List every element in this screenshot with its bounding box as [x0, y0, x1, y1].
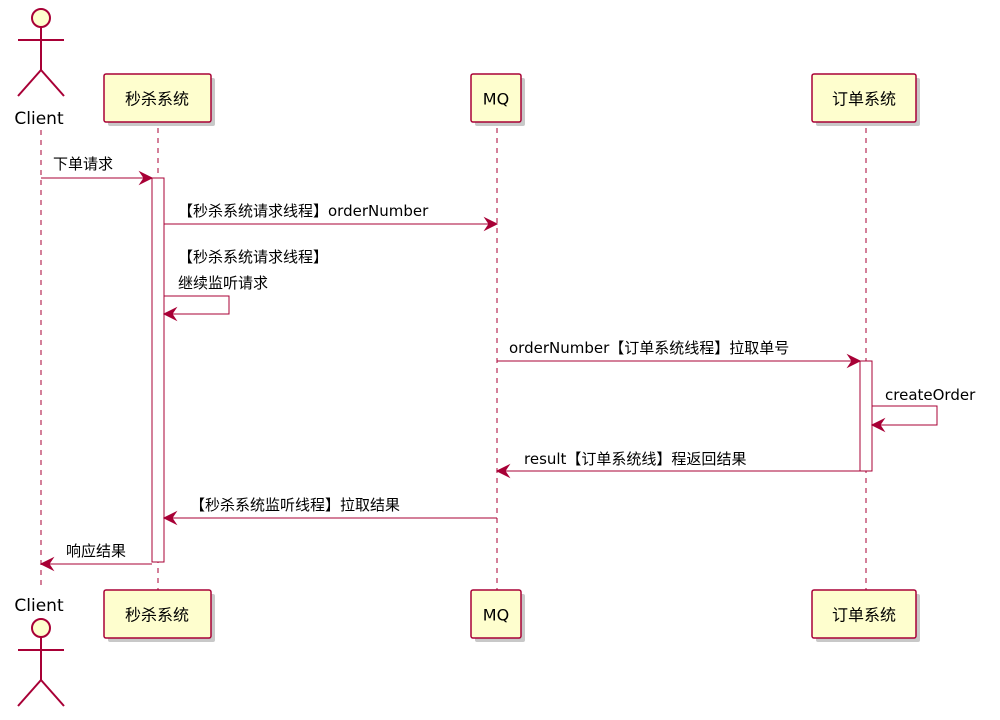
actor-label-top: Client [14, 109, 64, 129]
participant-label: 秒杀系统 [125, 606, 189, 625]
participant-mq-top: MQ [470, 73, 525, 126]
participant-order-top: 订单系统 [811, 73, 920, 126]
participant-label: MQ [483, 90, 509, 109]
message-respond-result: 响应结果 [39, 542, 152, 572]
arrowhead-icon [483, 216, 499, 232]
activation-order [859, 360, 873, 472]
message-label-line-2: 继续监听请求 [178, 274, 268, 292]
message-return-result: result【订单系统线】程返回结果 [495, 450, 860, 479]
message-label: createOrder [885, 386, 976, 404]
message-label: 下单请求 [53, 155, 113, 173]
arrowhead-icon [495, 463, 511, 479]
arrowhead-icon [162, 306, 178, 322]
message-line [872, 405, 938, 426]
message-label: 【秒杀系统请求线程】orderNumber [178, 202, 429, 220]
message-place-order: 下单请求 [41, 155, 154, 186]
participant-seckill-top: 秒杀系统 [103, 73, 215, 126]
participant-label: 订单系统 [832, 90, 896, 109]
participant-order-bottom: 订单系统 [811, 589, 920, 642]
message-label: 【秒杀系统监听线程】拉取结果 [190, 496, 400, 514]
actor-leg-right [40, 679, 65, 707]
message-send-order-number: 【秒杀系统请求线程】orderNumber [164, 202, 499, 232]
arrowhead-icon [39, 556, 55, 572]
actor-leg-right [40, 69, 65, 97]
participant-seckill-bottom: 秒杀系统 [103, 589, 215, 642]
actor-leg-left [17, 69, 42, 97]
activation-seckill [151, 177, 165, 563]
participant-label: MQ [483, 606, 509, 625]
message-label: orderNumber【订单系统线程】拉取单号 [509, 339, 789, 357]
actor-leg-left [17, 679, 42, 707]
arrowhead-icon [846, 353, 862, 369]
participant-label: 订单系统 [832, 606, 896, 625]
arrowhead-icon [162, 510, 178, 526]
actor-head-icon [31, 618, 51, 638]
actor-label-bottom: Client [14, 596, 64, 616]
actor-client-top: Client [14, 8, 65, 129]
message-label: 响应结果 [66, 542, 126, 560]
message-continue-listening: 【秒杀系统请求线程】 继续监听请求 [162, 248, 328, 322]
actor-client-bottom: Client [14, 596, 65, 707]
message-pull-result: 【秒杀系统监听线程】拉取结果 [162, 496, 497, 526]
arrowhead-icon [138, 170, 154, 186]
message-label-line-1: 【秒杀系统请求线程】 [178, 248, 328, 266]
participant-mq-bottom: MQ [470, 589, 525, 642]
message-pull-order-number: orderNumber【订单系统线程】拉取单号 [497, 339, 862, 369]
arrowhead-icon [870, 417, 886, 433]
message-line [164, 295, 230, 315]
participant-label: 秒杀系统 [125, 90, 189, 109]
message-label: result【订单系统线】程返回结果 [524, 450, 746, 468]
actor-head-icon [31, 8, 51, 28]
message-create-order: createOrder [870, 386, 976, 433]
